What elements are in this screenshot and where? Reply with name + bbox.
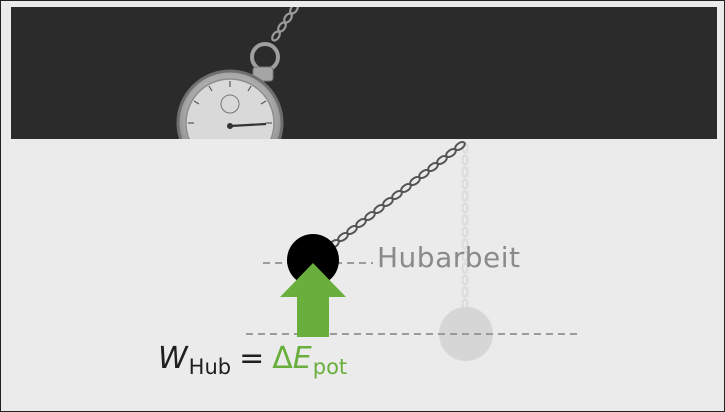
formula-lhs-subscript: Hub bbox=[188, 355, 232, 379]
formula-equals: = bbox=[239, 341, 265, 376]
formula-rhs: ΔEpot bbox=[272, 341, 348, 379]
pendulum-chain bbox=[328, 141, 466, 249]
up-arrow-icon bbox=[280, 263, 346, 337]
pendulum-ball bbox=[287, 234, 339, 286]
top-dark-band bbox=[11, 7, 717, 139]
work-label: Hubarbeit bbox=[377, 241, 521, 274]
formula-rhs-symbol: E bbox=[292, 341, 312, 376]
stopwatch-icon bbox=[176, 7, 299, 139]
stopwatch-chain bbox=[271, 7, 299, 42]
formula-lhs-symbol: W bbox=[158, 341, 188, 376]
formula-delta: Δ bbox=[272, 341, 293, 376]
energy-formula: WHub =ΔEpot bbox=[158, 341, 348, 379]
formula-rhs-subscript: pot bbox=[312, 355, 348, 379]
